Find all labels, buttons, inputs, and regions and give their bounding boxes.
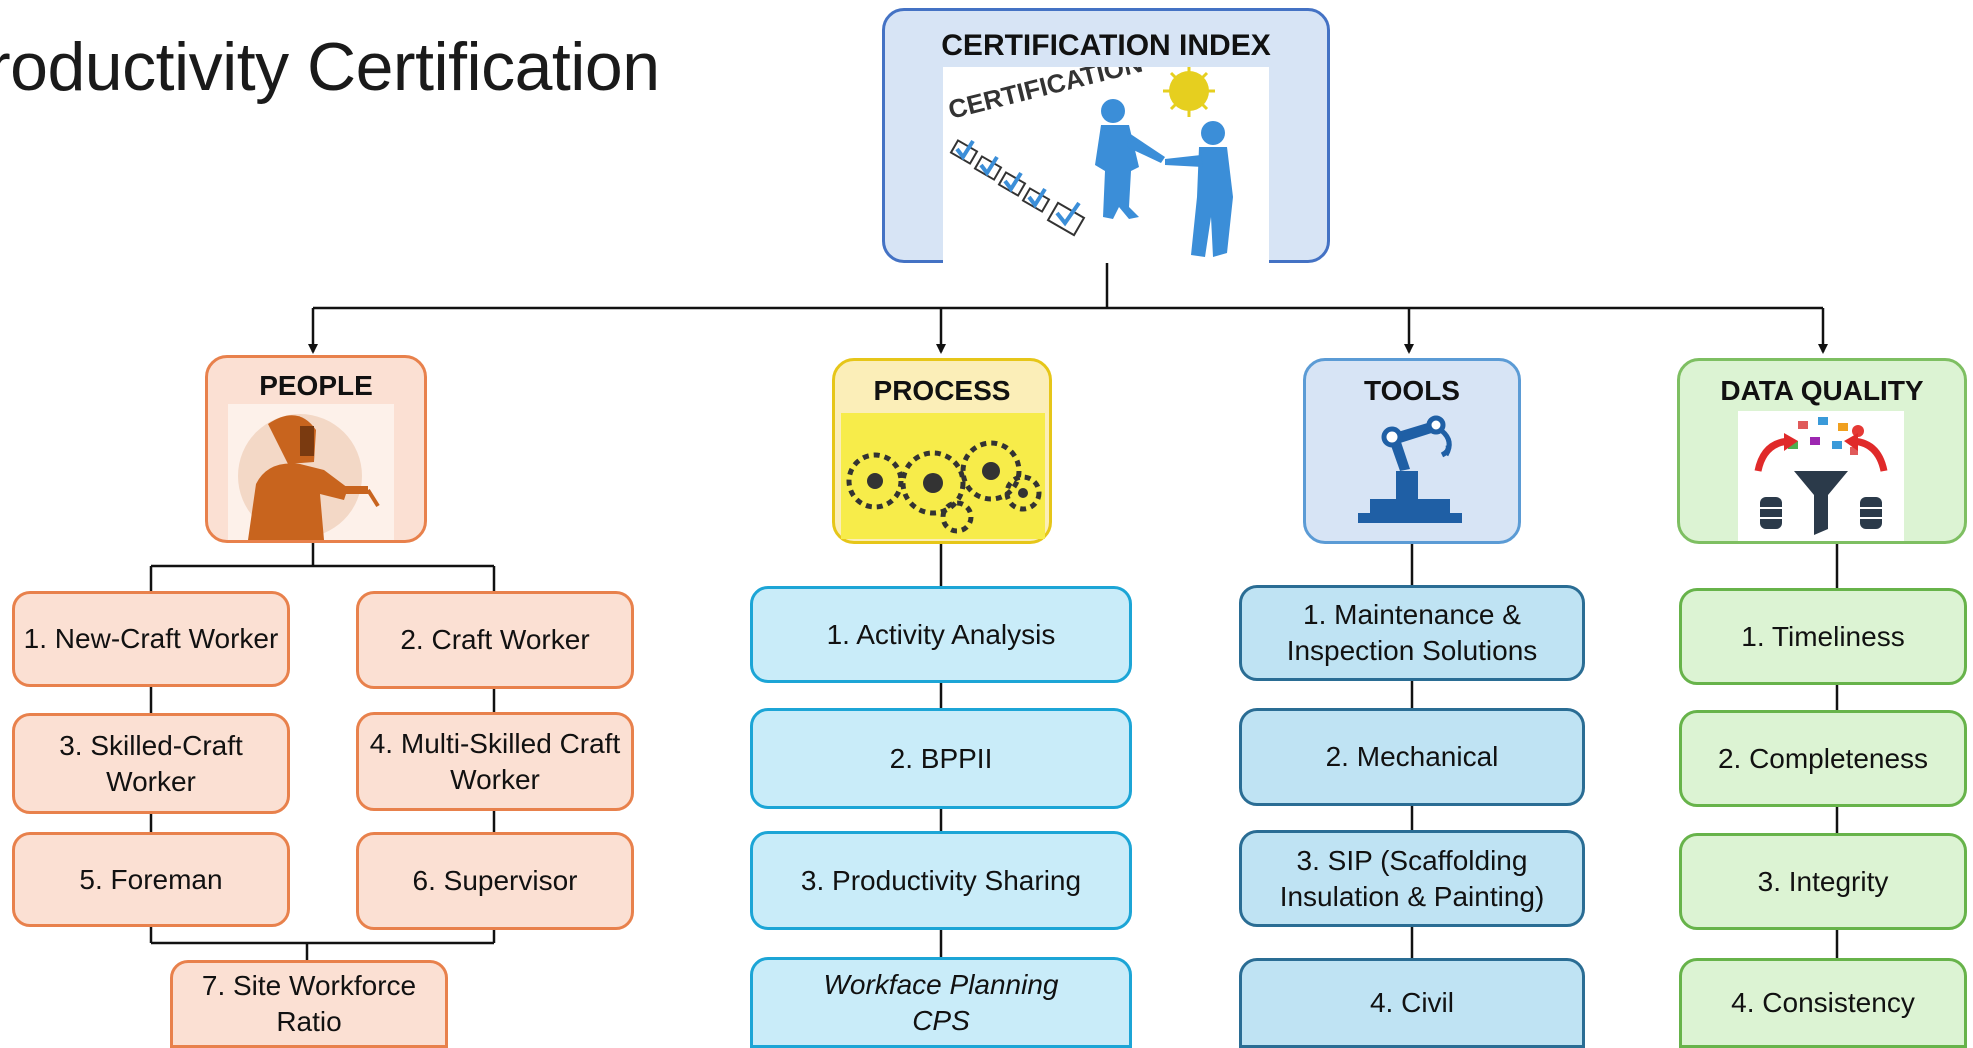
tools-item-civil: 4. Civil: [1239, 958, 1585, 1048]
process-category-node: PROCESS: [832, 358, 1052, 544]
tools-category-node: TOOLS: [1303, 358, 1521, 544]
process-item-productivity-sharing: 3. Productivity Sharing: [750, 831, 1132, 930]
data-quality-item-integrity: 3. Integrity: [1679, 833, 1967, 930]
people-item-foreman: 5. Foreman: [12, 832, 290, 927]
handshake-certification-illustration: CERTIFICATION: [943, 48, 1269, 263]
certification-index-node: CERTIFICATION INDEX CERTIFICATION: [882, 8, 1330, 263]
workface-planning-text: Workface Planning: [823, 968, 1059, 1000]
welder-icon: [228, 404, 394, 540]
people-item-site-workforce-ratio: 7. Site Workforce Ratio: [170, 960, 448, 1048]
data-quality-item-consistency: 4. Consistency: [1679, 958, 1967, 1048]
process-item-bppii: 2. BPPII: [750, 708, 1132, 809]
tools-item-mechanical: 2. Mechanical: [1239, 708, 1585, 806]
tools-item-sip: 3. SIP (Scaffolding Insulation & Paintin…: [1239, 830, 1585, 927]
certification-index-label: CERTIFICATION INDEX: [941, 29, 1271, 62]
people-category-node: PEOPLE: [205, 355, 427, 543]
cps-text: CPS: [912, 1004, 970, 1036]
data-quality-label: DATA QUALITY: [1720, 375, 1924, 406]
data-quality-item-timeliness: 1. Timeliness: [1679, 588, 1967, 685]
page-title: roductivity Certification: [0, 29, 660, 105]
data-funnel-icon: [1738, 411, 1904, 541]
robot-arm-icon: [1348, 411, 1476, 537]
data-quality-item-completeness: 2. Completeness: [1679, 710, 1967, 807]
tools-label: TOOLS: [1364, 375, 1460, 406]
data-quality-category-node: DATA QUALITY: [1677, 358, 1967, 544]
people-item-supervisor: 6. Supervisor: [356, 832, 634, 930]
people-item-new-craft-worker: 1. New-Craft Worker: [12, 591, 290, 687]
tools-item-maintenance-inspection: 1. Maintenance & Inspection Solutions: [1239, 585, 1585, 681]
process-item-workface-planning-cps: Workface Planning CPS: [750, 957, 1132, 1048]
people-item-multi-skilled-craft-worker: 4. Multi-Skilled Craft Worker: [356, 712, 634, 811]
people-item-skilled-craft-worker: 3. Skilled-Craft Worker: [12, 713, 290, 814]
process-label: PROCESS: [873, 375, 1011, 406]
process-item-activity-analysis: 1. Activity Analysis: [750, 586, 1132, 683]
people-item-craft-worker: 2. Craft Worker: [356, 591, 634, 689]
people-label: PEOPLE: [259, 370, 373, 401]
gears-icon: [841, 413, 1045, 539]
